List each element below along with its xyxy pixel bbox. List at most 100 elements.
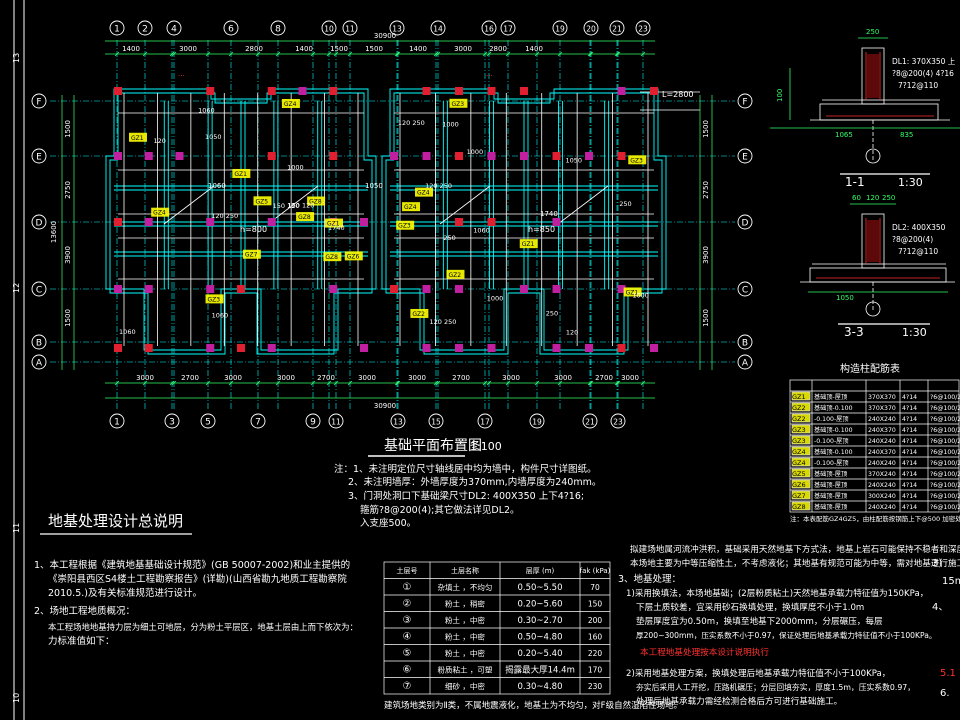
beam-dimension: 1050: [205, 133, 222, 141]
segment-dimension: 1500: [702, 309, 710, 327]
schedule-cell: -0.100-屋顶: [814, 460, 849, 467]
column-marker: [298, 87, 307, 95]
soil-cell: 粉土 ，中密: [445, 632, 485, 642]
schedule-cell: ?6@100/200: [930, 448, 960, 456]
beam-dimension: 1000: [467, 148, 484, 156]
column-marker: [329, 87, 338, 95]
axis-bubble: [166, 20, 182, 36]
segment-dimension: 3000: [408, 374, 426, 382]
axis-bubble: [500, 20, 516, 36]
axis-bubble: [737, 334, 753, 350]
section-3-3-dim: 250: [882, 194, 895, 202]
column-tag-text: GZ2: [412, 311, 425, 318]
overall-dimension: 30900: [374, 402, 396, 410]
schedule-cell: 300X240: [868, 493, 896, 500]
column-marker: [585, 344, 593, 352]
axis-label: 2: [142, 24, 148, 34]
column-marker: [455, 344, 463, 352]
axis-bubble: [635, 20, 651, 36]
schedule-cell: 240X370: [868, 427, 896, 434]
axis-label: 21: [585, 417, 595, 426]
beam-dimension: 1050: [566, 156, 583, 164]
axis-bubble: [529, 413, 545, 429]
schedule-cell: 240X240: [868, 504, 896, 511]
soil-cell: ②: [403, 599, 412, 610]
axis-label: F: [742, 97, 747, 107]
column-marker: [206, 285, 215, 293]
section-1-1-label: 1-1: [845, 175, 865, 189]
segment-dimension: 1400: [295, 45, 313, 53]
soil-cell: 160: [588, 633, 603, 642]
column-tag: [519, 239, 538, 249]
schedule-cell: 4?14: [902, 427, 917, 434]
segment-dimension: 2700: [181, 374, 199, 382]
column-marker: [144, 152, 153, 160]
plan-notes: 注：1、未注明定位尺寸轴线居中均为墙中，构件尺寸详图纸。 2、未注明墙厚：外墙厚…: [334, 463, 601, 529]
axis-bubble: [609, 20, 625, 36]
column-tag-text: GZ5: [255, 198, 268, 205]
schedule-cell: 4?14: [902, 449, 917, 456]
beam-dimension: 120: [566, 328, 578, 336]
axis-bubble: [328, 413, 344, 429]
soil-cell: 0.30~2.70: [518, 616, 563, 626]
beam-dimension: 1740: [328, 224, 345, 232]
section-3-3-dim: 120: [866, 194, 879, 202]
column-tag: [242, 249, 261, 259]
schedule-cell: GZ7: [792, 492, 806, 500]
far-right-note: 5.1: [940, 668, 956, 679]
column-marker: [144, 218, 153, 226]
column-tag: [296, 212, 315, 222]
segment-dimension: 1500: [365, 45, 383, 53]
plan-annotation: 1740: [540, 210, 558, 218]
column-marker: [552, 285, 561, 293]
axis-label: D: [742, 218, 749, 228]
segment-dimension: 3000: [554, 374, 572, 382]
section-3-3-note: DL2: 400X350: [892, 223, 946, 232]
column-marker: [267, 344, 276, 352]
axis-label: 7: [255, 417, 261, 427]
column-tag: [446, 269, 465, 279]
segment-dimension: 3000: [454, 45, 472, 53]
column-marker: [360, 344, 368, 352]
schedule-cell: -0.100-屋顶: [814, 438, 849, 445]
axis-label: 13: [392, 24, 402, 33]
section-1-1-note: DL1: 370X350 上: [892, 57, 956, 66]
far-right-note: 6.: [940, 688, 950, 699]
schedule-cell: ?6@100/200: [930, 459, 960, 467]
section-3-3-dim: 60: [852, 194, 861, 202]
axis-label: 20: [586, 24, 596, 33]
treatment-note: 夯实后采用人工开挖，压路机碾压；分层回填夯实，厚度1.5m，压实系数0.97，: [636, 682, 915, 692]
schedule-cell: 基础顶-0.100: [814, 404, 853, 412]
segment-dimension: 1400: [122, 45, 140, 53]
column-marker: [206, 344, 215, 352]
section-1-1-dim: 100: [776, 89, 784, 102]
column-marker: [390, 285, 398, 293]
axis-bubble: [583, 20, 599, 36]
plan-annotation: 1060: [208, 182, 226, 190]
schedule-cell: 基础顶-屋顶: [814, 481, 847, 489]
beam-dimension: 250: [619, 200, 631, 208]
column-marker: [114, 87, 122, 95]
axis-label: 4: [171, 24, 177, 34]
schedule-cell: ?6@100/200: [930, 437, 960, 445]
soil-header: 层厚 (m): [526, 567, 555, 575]
design-note: 《崇阳县西区S4楼土工程勘察报告》(详勘)(山西省勘九地质工程勘察院: [48, 573, 347, 585]
segment-dimension: 3000: [502, 374, 520, 382]
segment-dimension: 1500: [330, 45, 348, 53]
soil-cell: 230: [588, 682, 603, 691]
treatment-note: 1)采用换填法，本场地基础；(2层粉质粘土)天然地基承载力特征值为150KPa，: [626, 587, 928, 599]
plan-note: 注：1、未注明定位尺寸轴线居中均为墙中，构件尺寸详图纸。: [334, 463, 597, 475]
column-tag: [623, 287, 642, 297]
beam-dimension: 1060: [473, 227, 490, 235]
schedule-cell: 4?14: [902, 438, 917, 445]
section-1-1-dim: 835: [900, 131, 913, 139]
column-marker: [552, 152, 561, 160]
axis-label: 1: [114, 24, 120, 34]
treatment-note: 下层土质较差，宜采用砂石换填处理，换填厚度不小于1.0m: [636, 601, 864, 613]
column-tag-text: GZ8: [325, 254, 338, 261]
segment-dimension: 1500: [64, 309, 72, 327]
axis-label: 10: [324, 24, 334, 33]
segment-dimension: 2750: [64, 181, 72, 199]
axis-bubble: [164, 413, 180, 429]
